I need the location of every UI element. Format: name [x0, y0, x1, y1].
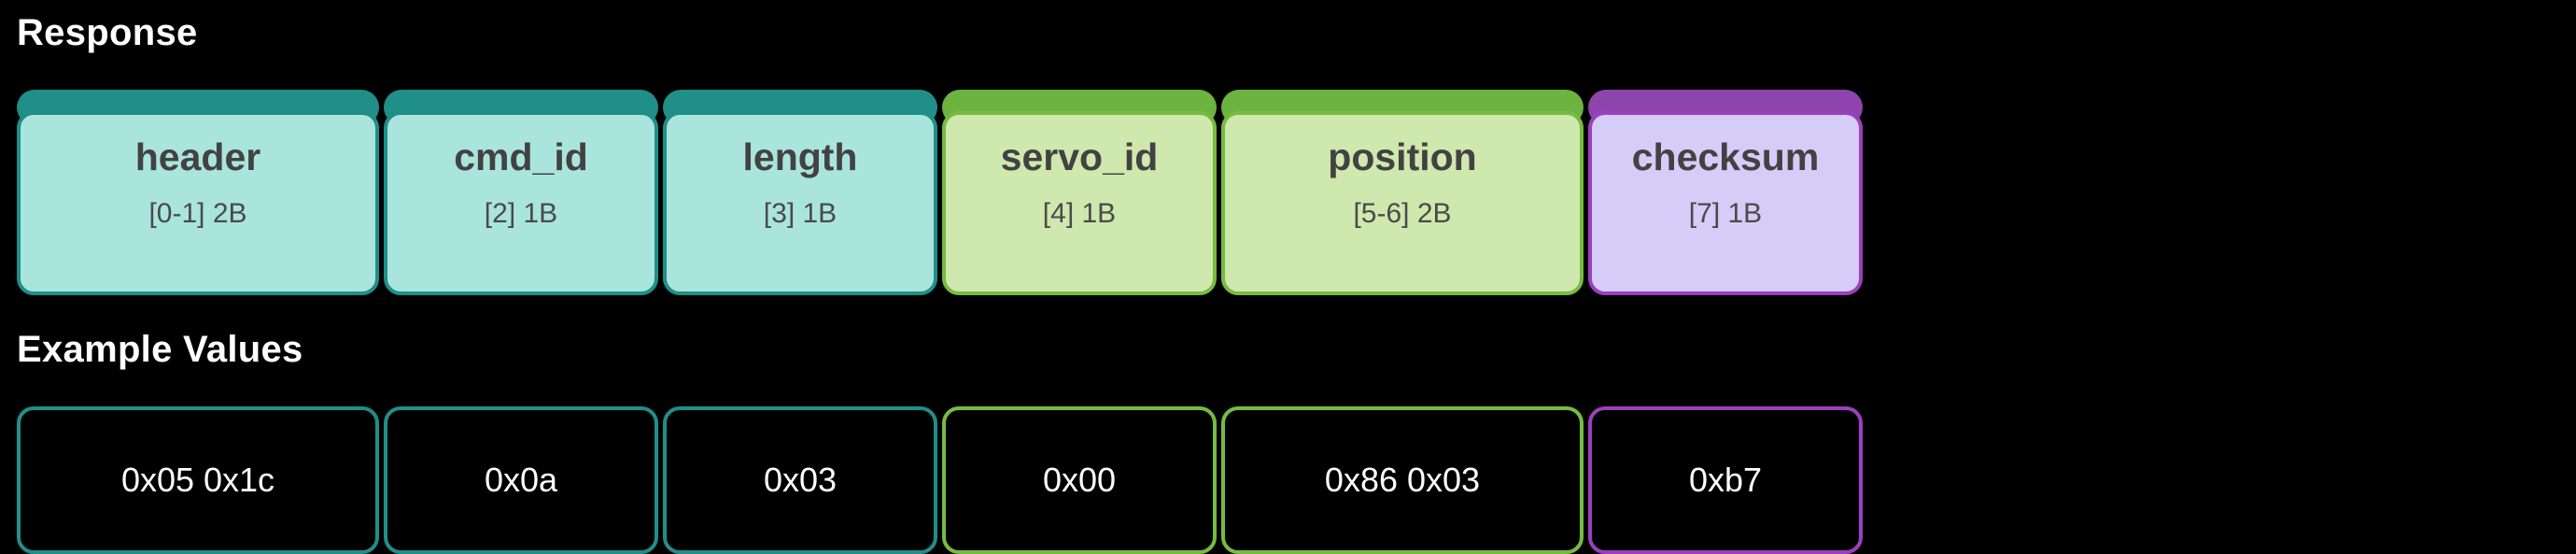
value-box-servo-id[interactable]: 0x00	[942, 406, 1217, 554]
field-range-cmd-id: [2] 1B	[484, 198, 558, 230]
packet-field-length[interactable]: length [3] 1B	[663, 90, 937, 295]
field-range-servo-id: [4] 1B	[1042, 198, 1117, 230]
field-name-length: length	[742, 135, 858, 178]
field-range-header: [0-1] 2B	[148, 198, 247, 230]
packet-field-position[interactable]: position [5-6] 2B	[1221, 90, 1584, 295]
value-box-position[interactable]: 0x86 0x03	[1221, 406, 1584, 554]
field-body-header: header [0-1] 2B	[17, 111, 379, 295]
field-body-checksum: checksum [7] 1B	[1588, 111, 1863, 295]
example-values-row: 0x05 0x1c 0x0a 0x03 0x00 0x86 0x03 0xb7	[17, 406, 1863, 554]
field-name-checksum: checksum	[1631, 135, 1820, 178]
value-box-length[interactable]: 0x03	[663, 406, 937, 554]
value-text-checksum: 0xb7	[1688, 461, 1763, 499]
value-box-header[interactable]: 0x05 0x1c	[17, 406, 379, 554]
packet-field-checksum[interactable]: checksum [7] 1B	[1588, 90, 1863, 295]
field-name-header: header	[134, 135, 261, 178]
packet-field-servo-id[interactable]: servo_id [4] 1B	[942, 90, 1217, 295]
field-name-servo-id: servo_id	[1000, 135, 1159, 178]
value-text-header: 0x05 0x1c	[120, 461, 275, 499]
field-body-cmd-id: cmd_id [2] 1B	[384, 111, 658, 295]
value-text-position: 0x86 0x03	[1324, 461, 1481, 499]
packet-field-cmd-id[interactable]: cmd_id [2] 1B	[384, 90, 658, 295]
field-name-position: position	[1328, 135, 1477, 178]
field-range-length: [3] 1B	[763, 198, 838, 230]
value-box-cmd-id[interactable]: 0x0a	[384, 406, 658, 554]
value-text-servo-id: 0x00	[1042, 461, 1117, 499]
field-name-cmd-id: cmd_id	[454, 135, 588, 178]
value-box-checksum[interactable]: 0xb7	[1588, 406, 1863, 554]
packet-section-title: Response	[17, 12, 198, 53]
value-text-cmd-id: 0x0a	[484, 461, 558, 499]
field-body-length: length [3] 1B	[663, 111, 937, 295]
field-body-servo-id: servo_id [4] 1B	[942, 111, 1217, 295]
values-section-title: Example Values	[17, 329, 303, 370]
field-range-position: [5-6] 2B	[1353, 198, 1452, 230]
field-range-checksum: [7] 1B	[1688, 198, 1763, 230]
packet-field-header[interactable]: header [0-1] 2B	[17, 90, 379, 295]
field-body-position: position [5-6] 2B	[1221, 111, 1584, 295]
value-text-length: 0x03	[763, 461, 838, 499]
packet-field-row: header [0-1] 2B cmd_id [2] 1B length [3]…	[17, 90, 1863, 295]
